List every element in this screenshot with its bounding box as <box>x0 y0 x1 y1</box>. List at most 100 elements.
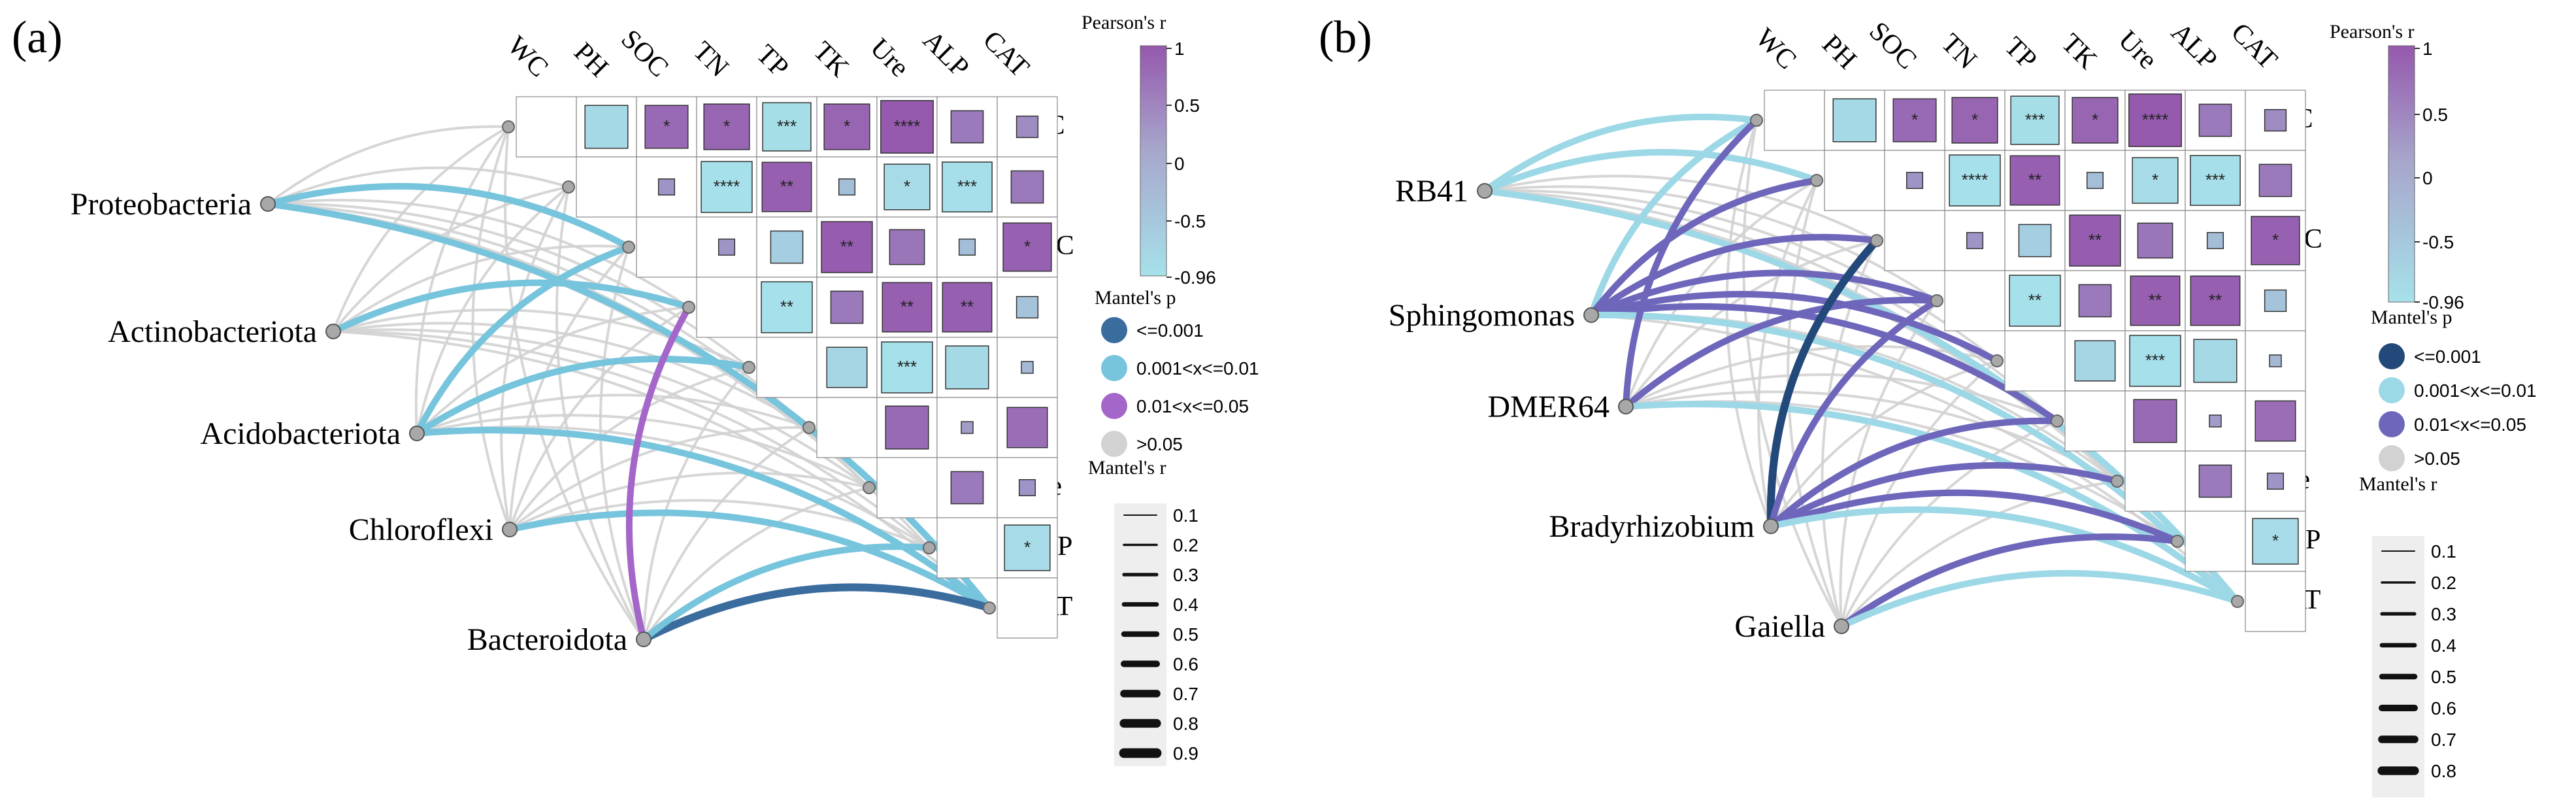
pa-col-label-alp: ALP <box>917 25 975 83</box>
pb-mantel-r-label: 0.1 <box>2431 541 2456 562</box>
pa-link-sig <box>414 427 993 611</box>
pb-var-node <box>2171 535 2184 548</box>
pb-var-node <box>2051 414 2064 428</box>
pb-mantel-r-bar <box>2372 536 2424 798</box>
pb-col-label-ph: PH <box>1816 29 1862 76</box>
pb-corr-square <box>2129 335 2181 387</box>
pb-corr-square <box>2266 472 2285 490</box>
pb-corr-square <box>2086 171 2104 190</box>
pb-sig-mark: * <box>1911 110 1918 129</box>
pa-corr-square <box>701 161 753 213</box>
pa-grid-cell <box>756 337 817 398</box>
pb-corr-square <box>1906 171 1924 190</box>
pa-link-sig <box>330 279 692 335</box>
pa-taxon-node <box>409 426 425 441</box>
pa-taxon-node <box>325 324 341 339</box>
pb-mantel-r-label: 0.4 <box>2431 635 2456 656</box>
pa-sig-mark: *** <box>957 177 977 196</box>
pa-corr-square <box>961 421 974 434</box>
pb-link-ns <box>1625 179 1818 407</box>
pa-taxon-label: Proteobacteria <box>71 187 252 222</box>
pb-sig-mark: **** <box>1962 170 1988 190</box>
pa-taxon-node <box>260 196 276 212</box>
pb-sig-mark: *** <box>2025 110 2045 129</box>
pa-link-ns <box>332 126 509 332</box>
pa-col-label-ph: PH <box>568 37 614 84</box>
pb-mantel-r-label: 0.8 <box>2431 761 2456 781</box>
pb-sig-mark: * <box>2272 531 2279 550</box>
pa-var-node <box>923 541 936 554</box>
pb-corr-square <box>1966 231 1984 250</box>
pb-sig-mark: ** <box>2209 290 2222 310</box>
pb-link-sig <box>1766 237 1881 530</box>
pb-link-sig <box>1588 291 2000 364</box>
pa-corr-square <box>958 238 976 256</box>
pb-corr-square <box>2252 518 2299 565</box>
pb-corr-square <box>1951 97 1998 144</box>
pa-taxon-label: Actinobacteriota <box>108 314 317 349</box>
pa-taxon-node <box>502 522 518 537</box>
pb-corr-square <box>2264 109 2287 132</box>
panel-a-legend: Pearson's r 10.50-0.5-0.96 Mantel's p <=… <box>1082 12 1259 766</box>
pa-corr-square <box>1021 361 1034 374</box>
pa-pearson-tick-label: 0.5 <box>1174 95 1200 116</box>
pa-corr-square <box>1018 479 1036 497</box>
pa-sig-mark: ** <box>780 177 793 196</box>
pb-link-ns <box>1625 390 2118 482</box>
pb-sig-mark: * <box>1972 110 1978 129</box>
pa-col-label-wc: WC <box>501 31 553 83</box>
pa-corr-square <box>838 178 856 196</box>
pa-taxon-label: Chloroflexi <box>349 513 493 547</box>
pa-pearson-tick-label: -0.5 <box>1174 211 1206 231</box>
pb-pearson-tick-label: 1 <box>2422 39 2433 59</box>
pa-link-ns <box>333 322 810 429</box>
pa-link-ns <box>508 306 690 530</box>
pa-link-sig <box>506 509 993 611</box>
pb-link-sig <box>1623 401 2241 605</box>
panel-b-legend: Pearson's r 10.50-0.5-0.96 Mantel's p <=… <box>2330 21 2537 798</box>
pb-sig-mark: *** <box>2205 170 2225 190</box>
pa-sig-mark: * <box>844 116 850 136</box>
pa-pearson-title: Pearson's r <box>1082 12 1166 33</box>
pb-link-sig <box>1768 417 2060 530</box>
pb-corr-square <box>2198 103 2232 137</box>
panel-b-label: (b) <box>1319 12 1372 63</box>
pb-taxon-label: DMER64 <box>1487 390 1610 424</box>
pa-grid-cell <box>997 577 1058 639</box>
pb-link-sig <box>1838 569 2241 630</box>
pb-col-label-cat: CAT <box>2225 17 2283 75</box>
pb-pearson-tick-label: -0.5 <box>2422 232 2454 252</box>
pb-grid-cell <box>2004 330 2066 392</box>
pb-corr-square <box>2009 275 2061 327</box>
pa-mantel-r-label: 0.7 <box>1173 684 1198 704</box>
pb-taxon-label: Bradyrhizobium <box>1549 509 1755 544</box>
pa-grid-cell <box>636 216 697 278</box>
pa-link-ns <box>332 244 629 333</box>
pb-taxon-label: RB41 <box>1395 174 1468 209</box>
pa-mantel-r-title: Mantel's r <box>1088 457 1166 479</box>
pa-corr-square <box>823 103 870 150</box>
pb-mantel-p-label: >0.05 <box>2414 448 2460 469</box>
pa-sig-mark: * <box>904 177 910 196</box>
pb-col-label-soc: SOC <box>1863 16 1922 75</box>
pa-sig-mark: ** <box>840 237 853 256</box>
pa-link-sig <box>414 244 632 437</box>
pb-taxon-label: Gaiella <box>1734 609 1825 644</box>
pa-link-ns <box>267 125 509 205</box>
pb-sig-mark: ** <box>2089 230 2102 250</box>
pb-link-ns <box>1484 175 1877 242</box>
pa-var-node <box>863 481 876 494</box>
pa-mantel-r-label: 0.6 <box>1173 654 1198 675</box>
pb-pearson-tick-label: -0.96 <box>2422 292 2464 312</box>
pb-corr-square <box>2264 289 2287 312</box>
pb-sig-mark: ** <box>2028 170 2041 190</box>
pa-corr-square <box>885 405 929 450</box>
pb-corr-square <box>2009 155 2060 206</box>
pa-link-sig <box>625 304 692 643</box>
panel-a-label: (a) <box>12 12 63 63</box>
pb-var-node <box>1750 114 1763 127</box>
pb-col-label-wc: WC <box>1749 23 1802 75</box>
pb-corr-square <box>1949 154 2001 207</box>
pa-mantel-p-label: >0.05 <box>1136 434 1183 454</box>
pb-var-node <box>2231 595 2244 608</box>
